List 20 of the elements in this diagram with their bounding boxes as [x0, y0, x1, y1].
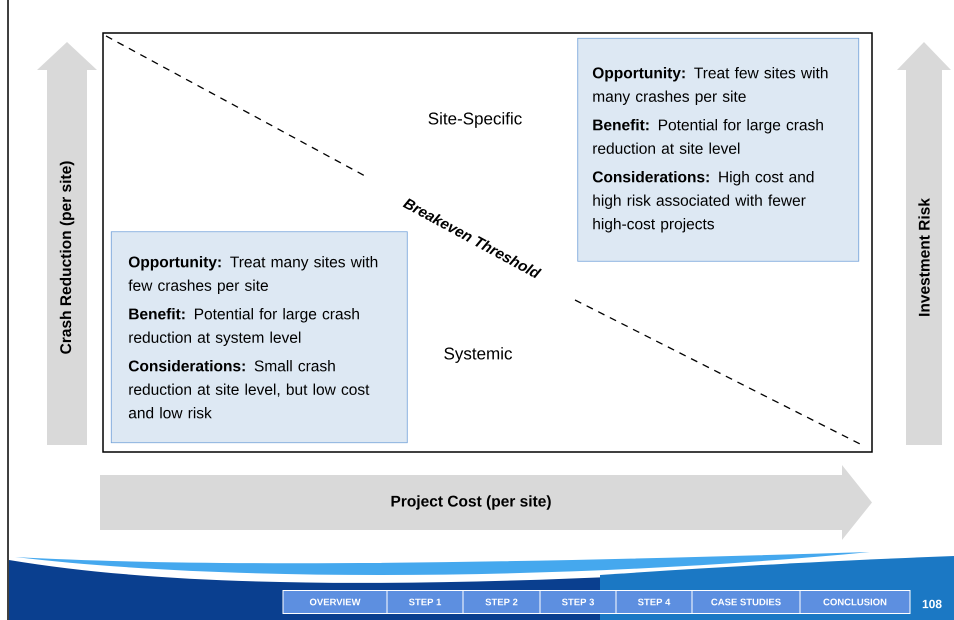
nav-tab: CASE STUDIES [692, 590, 800, 614]
nav-tab: STEP 4 [616, 590, 692, 614]
info-text: Benefit: Potential for large crash reduction at site level [593, 119, 823, 154]
arrow-band: Crash Reduction (per site) [37, 42, 97, 445]
info-box [577, 38, 860, 262]
nav-tab: STEP 1 [386, 590, 464, 614]
nav-tab: OVERVIEW [282, 590, 388, 614]
nav-tab: STEP 2 [462, 590, 540, 614]
arrow-band: Project Cost (per site) [100, 464, 872, 540]
nav-tab: CONCLUSION [800, 590, 910, 614]
region-label: Site-Specific [428, 112, 522, 128]
arrow-band: Investment Risk [897, 42, 951, 445]
info-text: Opportunity: Treat many sites with few crashes per site [128, 256, 378, 294]
nav-tab: STEP 3 [540, 590, 616, 614]
info-text: Benefit: Potential for large crash reduction at system level [129, 308, 359, 346]
page-number: 108 [922, 600, 942, 608]
info-text: Considerations: Small crash reduction at site level, but low cost and low risk [128, 360, 370, 418]
info-text: Opportunity: Treat few sites with many crashes per site [592, 67, 828, 105]
region-label: Systemic [444, 347, 512, 363]
info-text: Considerations: High cost and high risk associated with fewer high-cost projects [592, 171, 814, 232]
